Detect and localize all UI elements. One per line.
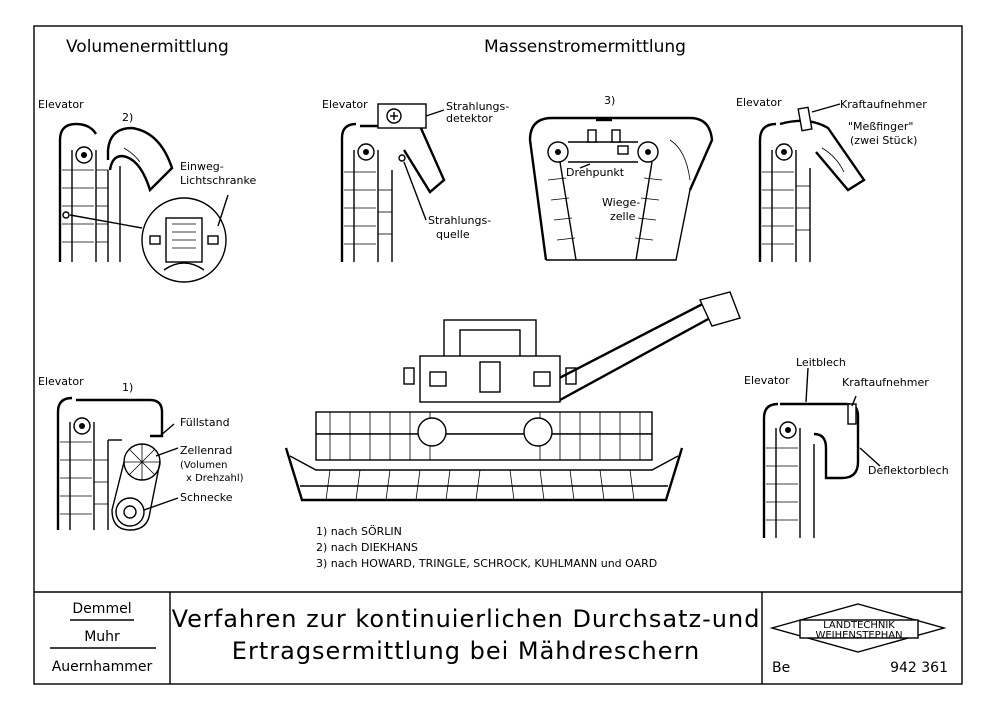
tc-source-label-2: quelle <box>436 228 470 241</box>
tr2-elevator-label: Elevator <box>736 96 782 109</box>
bl-elevator-label: Elevator <box>38 375 84 388</box>
bl-auger-label: Schnecke <box>180 491 233 504</box>
tc-elevator-label: Elevator <box>322 98 368 111</box>
br-elevator-label: Elevator <box>744 374 790 387</box>
document-code-prefix: Be <box>772 660 790 676</box>
reference-1: 1) nach SÖRLIN <box>316 525 402 538</box>
figure-diekhans-light-barrier <box>58 122 229 283</box>
tc-detector-label-2: detektor <box>446 112 493 125</box>
tr2-finger-label-1: "Meßfinger" <box>848 120 913 133</box>
tc-source-label-1: Strahlungs- <box>428 214 491 227</box>
figure-measuring-fingers <box>758 103 866 262</box>
reference-3: 3) nach HOWARD, TRINGLE, SCHROCK, KUHLMA… <box>316 557 657 570</box>
figure-radiation-measurement <box>340 103 446 262</box>
landtechnik-logo <box>769 603 947 653</box>
tr2-finger-label-2: (zwei Stück) <box>850 134 917 147</box>
tl-elevator-label: Elevator <box>38 98 84 111</box>
bl-wheel-note-2: x Drehzahl) <box>186 473 244 484</box>
tl-sensor-label-1: Einweg- <box>180 160 224 173</box>
heading-volume: Volumenermittlung <box>66 37 229 57</box>
bl-wheel-note-1: (Volumen <box>180 460 227 471</box>
tl-sensor-label-2: Lichtschranke <box>180 174 256 187</box>
tc-detector-label-1: Strahlungs- <box>446 100 509 113</box>
figure-soerlin-cell-wheel <box>56 396 179 531</box>
tr1-ref-number: 3) <box>604 94 615 107</box>
tr1-cell-label-2: zelle <box>610 210 636 223</box>
author-2: Muhr <box>84 629 120 645</box>
tr1-cell-label-1: Wiege- <box>602 196 640 209</box>
sheet-border <box>33 25 963 685</box>
figure-deflector-plate <box>762 367 881 538</box>
tl-ref-number: 2) <box>122 111 133 124</box>
br-deflector-label: Deflektorblech <box>868 464 949 477</box>
br-sensor-label: Kraftaufnehmer <box>842 376 929 389</box>
logo-line-2: WEIHENSTEPHAN <box>815 630 902 641</box>
bl-wheel-label: Zellenrad <box>180 444 232 457</box>
logo-line-1: LANDTECHNIK <box>823 620 895 631</box>
bl-level-label: Füllstand <box>180 416 230 429</box>
reference-2: 2) nach DIEKHANS <box>316 541 418 554</box>
author-1: Demmel <box>72 601 131 617</box>
drawing-title-line-2: Ertragsermittlung bei Mähdreschern <box>232 637 700 665</box>
document-code-number: 942 361 <box>890 660 948 676</box>
drawing-title-line-1: Verfahren zur kontinuierlichen Durchsatz… <box>172 605 761 633</box>
br-guide-label: Leitblech <box>796 356 846 369</box>
bl-ref-number: 1) <box>122 381 133 394</box>
tr1-pivot-label: Drehpunkt <box>566 166 625 179</box>
combine-harvester-drawing <box>284 291 741 502</box>
heading-mass: Massenstromermittlung <box>484 37 686 57</box>
tr2-sensor-label: Kraftaufnehmer <box>840 98 927 111</box>
author-3: Auernhammer <box>52 659 153 675</box>
figure-weighing-cell <box>528 116 714 261</box>
